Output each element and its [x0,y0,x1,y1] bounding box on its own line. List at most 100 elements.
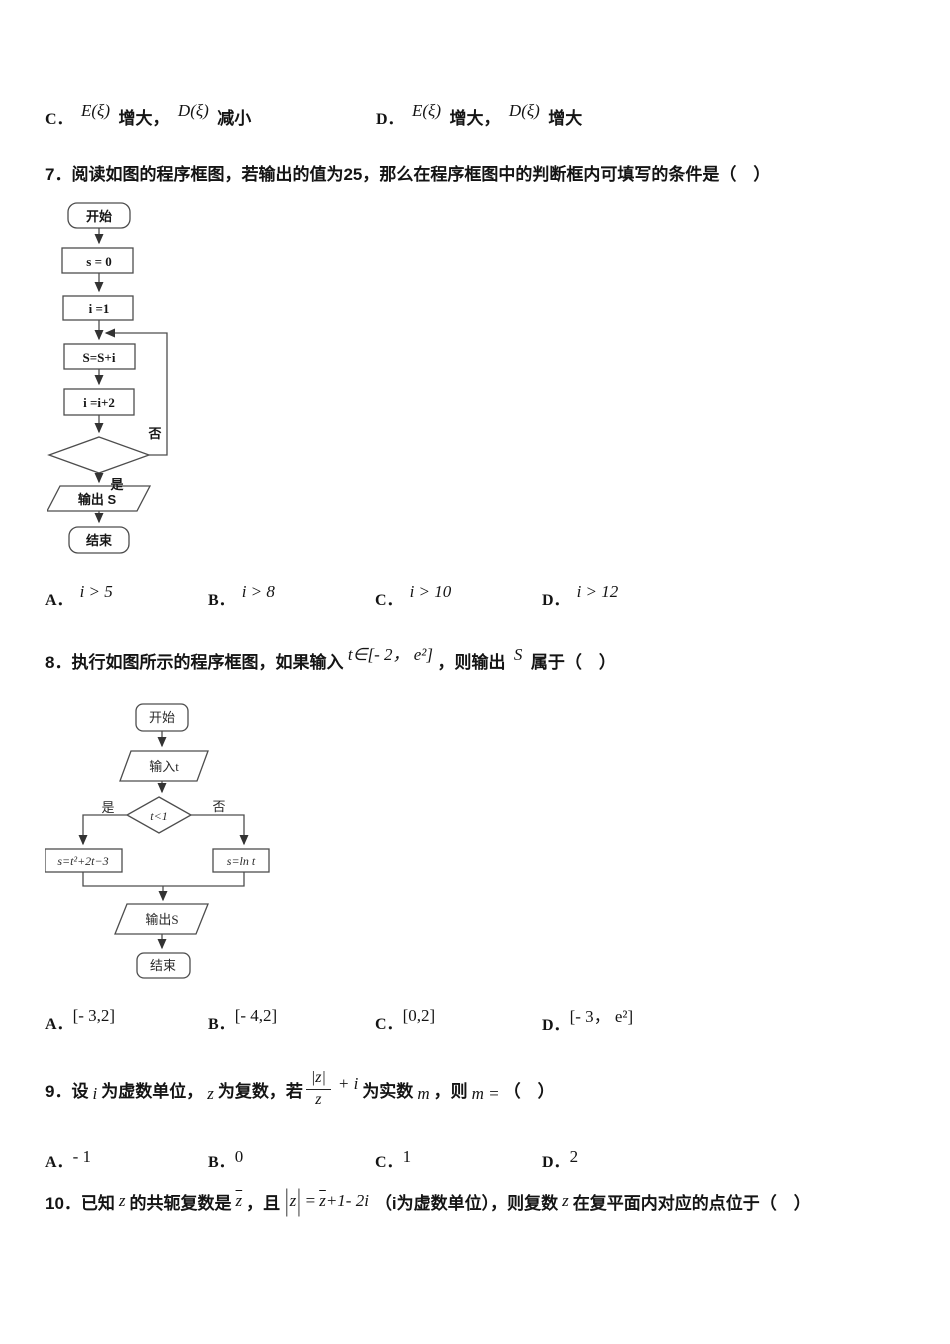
option-letter: C． [375,1154,403,1171]
stem-text: 8．执行如图所示的程序框图，如果输入 [45,653,344,672]
end-node [136,952,191,979]
stem-text: 为实数 [362,1081,414,1101]
math-expression: D(ξ) [177,101,209,120]
q7-flowchart: 开始 s = 0 i =1 S=S+i i =i+2 否 是 输出 S 结束 [47,202,168,554]
stem-text: （ ） [503,1081,555,1101]
option-value: - 1 [72,1147,91,1166]
math-z-in-abs: z [289,1191,297,1210]
decision-diamond [125,796,193,834]
math-expression: t∈[- 2， e²] [347,645,433,664]
start-label: 开始 [86,209,112,224]
option-text: 增大， [118,109,170,128]
stem-text: 10．已知 [45,1193,115,1213]
equals-sign: = [305,1191,316,1210]
start-label: 开始 [149,710,175,725]
math-z-conjugate: z [319,1191,326,1210]
output-label: 输出S [145,912,178,927]
q8-option-a: A．[- 3,2] [45,1006,115,1034]
math-i: i [92,1084,98,1103]
abs-bar-left: | [285,1183,289,1218]
yes-branch-label: 是 [109,477,124,492]
q7-option-a: A． i > 5 [45,582,113,610]
option-value: [0,2] [402,1006,436,1025]
condition-label: t<1 [150,809,167,823]
option-text: 增大 [548,109,583,128]
q8-flowchart: 开始 输入t t<1 是 否 s=t²+2t−3 s=ln t 输出S 结束 [45,703,270,979]
option-letter: A． [45,1016,73,1033]
option-value: 0 [234,1147,244,1166]
math-z-conjugate: z [235,1191,243,1210]
q7-option-b: B．i > 8 [208,582,275,610]
assign-s0-node [61,247,134,274]
stem-text: ，且 [246,1193,281,1213]
stem-text: 在复平面内对应的点位于（ ） [572,1193,811,1213]
q6-option-d: D． E(ξ) 增大， D(ξ) 增大 [376,101,583,129]
math-m-equals: m = [471,1084,500,1103]
stem-text: 属于（ ） [530,653,616,672]
option-letter: A． [45,592,73,609]
end-node [68,526,130,554]
q8-option-b: B．[- 4,2] [208,1006,277,1034]
assign-s0-label: s = 0 [86,254,111,269]
assign-i1-node [62,295,134,321]
end-label: 结束 [86,533,113,548]
q9-option-d: D．2 [542,1147,579,1172]
q10-stem: 10．已知 z 的共轭复数是 z ，且 | z | = z +1- 2i （i为… [45,1183,811,1219]
q9-option-c: C．1 [375,1147,412,1172]
stem-text: 9．设 [45,1081,89,1101]
math-z: z [118,1191,126,1210]
yes-branch-label: 是 [101,800,114,815]
abs-bar-right: | [297,1183,301,1218]
option-letter: A． [45,1154,73,1171]
q8-option-d: D．[- 3， e²] [542,1007,633,1035]
q9-option-a: A．- 1 [45,1147,91,1172]
no-branch-connector [191,814,249,846]
option-value: 1 [402,1147,412,1166]
math-z: z [562,1191,569,1210]
math-expression: D(ξ) [508,101,540,120]
option-value: i > 5 [79,582,113,601]
option-letter: D． [542,1017,570,1034]
no-branch-label: 否 [147,426,161,441]
stem-text: 为虚数单位， [101,1081,204,1101]
math-expression: E(ξ) [81,101,111,120]
math-z: z [207,1084,214,1103]
fraction-numerator: |z| [305,1069,331,1090]
assign-ii2-label: i =i+2 [83,395,115,410]
stem-text: 为复数，若 [217,1081,303,1101]
assign-ssi-label: S=S+i [83,350,116,365]
output-node [114,903,209,935]
output-label: 输出 S [78,492,117,507]
option-value: [- 3,2] [72,1006,116,1025]
option-value: 2 [569,1147,579,1166]
q9-option-b: B．0 [208,1147,244,1172]
math-plus-i: + i [337,1074,359,1093]
stem-text: ，则输出 [437,653,506,672]
option-value: [- 4,2] [234,1006,278,1025]
input-label: 输入t [149,759,179,774]
option-value: i > 8 [241,582,275,601]
q7-option-c: C．i > 10 [375,582,451,610]
option-value: i > 10 [409,582,452,601]
option-letter: D． [542,1154,570,1171]
fraction-abs-z-over-z: |z| z [305,1069,331,1109]
q7-options-row: A． i > 5 B．i > 8 C．i > 10 D．i > 12 [0,582,950,620]
stem-text: （i为虚数单位），则复数 [374,1193,559,1213]
option-text: 减小 [217,109,252,128]
assign-left-label: s=t²+2t−3 [57,854,108,868]
loop-back-connector [104,328,168,456]
fraction-denominator: z [315,1090,322,1108]
assign-i1-label: i =1 [89,301,110,316]
stem-text: ，则 [433,1081,468,1101]
stem-text: 的共轭复数是 [129,1193,232,1213]
merge-connector [82,872,245,887]
yes-branch-connector [78,814,127,846]
option-letter: C． [375,1016,403,1033]
option-letter: B． [208,1154,235,1171]
q8-options-row: A．[- 3,2] B．[- 4,2] C．[0,2] D．[- 3， e²] [0,1006,950,1044]
q7-option-d: D．i > 12 [542,582,618,610]
option-letter: D． [542,592,570,609]
q6-option-c: C． E(ξ) 增大， D(ξ) 减小 [45,101,252,129]
assign-right-node [212,848,270,873]
